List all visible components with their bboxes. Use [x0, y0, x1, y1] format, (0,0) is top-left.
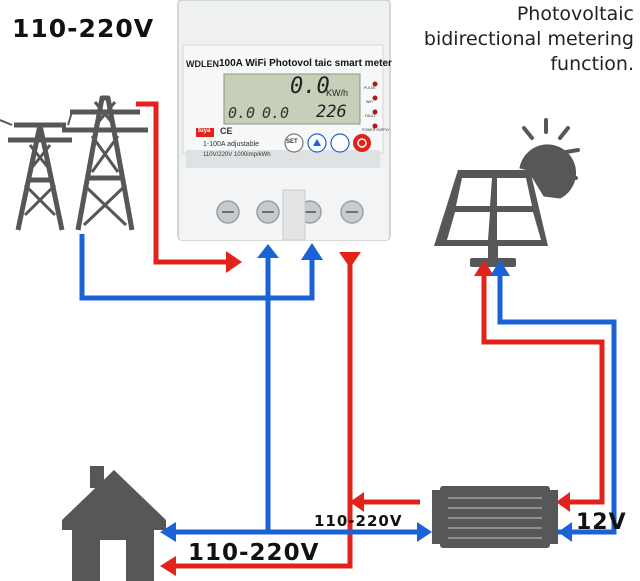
- indicator-power: POWER SUPPLY: [362, 128, 390, 132]
- indicator-pulse: PULSE: [364, 86, 376, 90]
- lcd-unit: KW/h: [326, 88, 349, 98]
- lcd-right-voltage: 226: [316, 102, 347, 122]
- caption-line-1: Photovoltaic: [516, 3, 634, 25]
- sun-icon: [519, 118, 580, 199]
- tuya-badge: tuya: [198, 128, 211, 134]
- dc-voltage-label: 12V: [576, 510, 627, 535]
- transmission-tower-icon: [0, 95, 148, 231]
- up-button[interactable]: [308, 134, 326, 152]
- grid-voltage-label: 110-220V: [12, 14, 155, 43]
- inverter-icon: [432, 486, 558, 548]
- smart-meter-icon: [177, 0, 391, 241]
- meter-brand: WDLEN: [186, 59, 219, 69]
- grid-neutral-wire: [79, 234, 315, 301]
- lcd-left-2: 0.0: [262, 104, 290, 122]
- house-icon: [62, 466, 166, 581]
- caption: Photovoltaic bidirectional metering func…: [394, 2, 634, 77]
- indicator-wifi: WiFi: [366, 100, 373, 104]
- inverter-output-label: 110-220V: [314, 512, 403, 530]
- set-button[interactable]: SET: [286, 139, 298, 145]
- pv-red-wire: [481, 272, 605, 505]
- solar-panel-icon: [434, 170, 548, 267]
- caption-line-3: function.: [550, 53, 634, 75]
- caption-line-2: bidirectional metering: [423, 28, 634, 50]
- house-live-wire: [172, 262, 353, 569]
- wifi-button[interactable]: [331, 134, 349, 152]
- house-voltage-label: 110-220V: [188, 540, 320, 566]
- pv-blue-wire: [497, 272, 617, 535]
- cert-marks: CE: [220, 126, 233, 136]
- meter-adjustable: 1-100A adjustable: [203, 141, 260, 148]
- lcd-left-1: 0.0: [228, 104, 256, 122]
- meter-spec: 110V/220V 1000imp/kWh: [203, 152, 271, 158]
- meter-title: 100A WiFi Photovol taic smart meter: [219, 58, 392, 69]
- power-button[interactable]: [353, 134, 371, 152]
- lcd-main-value: 0.0: [290, 74, 330, 99]
- grid-live-wire: [136, 101, 228, 265]
- indicator-fault: FAULT: [365, 114, 376, 118]
